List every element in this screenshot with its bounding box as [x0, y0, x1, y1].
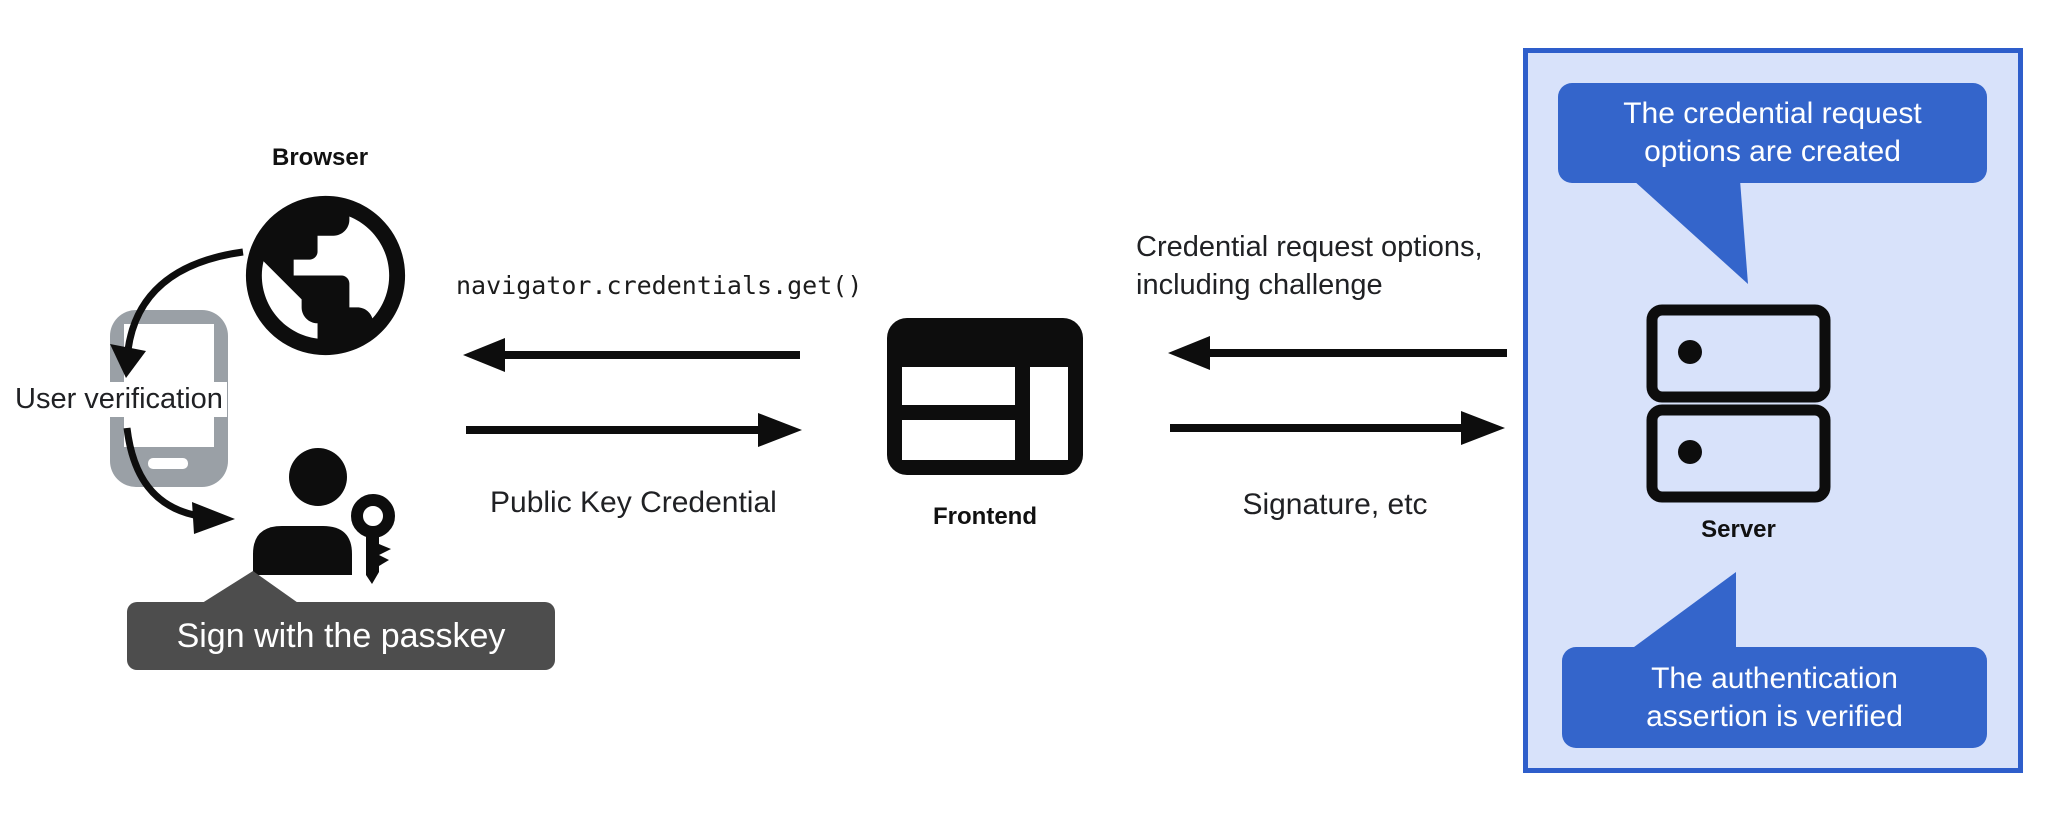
bottom-bubble-line1: The authentication [1651, 661, 1898, 695]
credential-request-options-line1: Credential request options, [1136, 231, 1483, 263]
passkey-bubble-text: Sign with the passkey [176, 616, 506, 655]
server-label: Server [1701, 516, 1776, 543]
user-icon [253, 448, 352, 575]
public-key-credential-label: Public Key Credential [490, 486, 777, 519]
credential-request-options-line2: including challenge [1136, 269, 1383, 301]
key-icon [351, 494, 395, 584]
top-bubble-line1: The credential request [1623, 97, 1922, 130]
passkey-speech-bubble: Sign with the passkey [127, 602, 555, 670]
top-bubble-tail [1633, 180, 1748, 284]
signature-label: Signature, etc [1242, 488, 1428, 521]
frontend-window-icon [887, 318, 1083, 475]
top-speech-bubble: The credential request options are creat… [1558, 83, 1987, 183]
bottom-speech-bubble: The authentication assertion is verified [1562, 647, 1987, 748]
bottom-bubble-line2: assertion is verified [1646, 699, 1903, 733]
bottom-bubble-tail [1630, 572, 1736, 650]
curved-arrow-phone-to-user [123, 427, 235, 534]
server-icon [1646, 304, 1831, 503]
frontend-label: Frontend [933, 503, 1037, 530]
passkey-bubble-tail [199, 571, 301, 605]
globe-browser-icon [245, 195, 406, 356]
curved-arrow-browser-to-phone [110, 248, 244, 378]
user-verification-label: User verification [11, 382, 227, 417]
browser-label: Browser [272, 144, 369, 171]
top-bubble-line2: options are created [1644, 135, 1901, 168]
arrow-browser-to-frontend [466, 413, 802, 447]
arrow-frontend-to-browser [463, 338, 800, 372]
credential-request-options-label: Credential request options, including ch… [1136, 228, 1483, 304]
navigator-credentials-get-label: navigator.credentials.get() [456, 271, 863, 300]
arrow-frontend-to-server [1170, 411, 1505, 445]
arrow-server-to-frontend [1168, 336, 1507, 370]
